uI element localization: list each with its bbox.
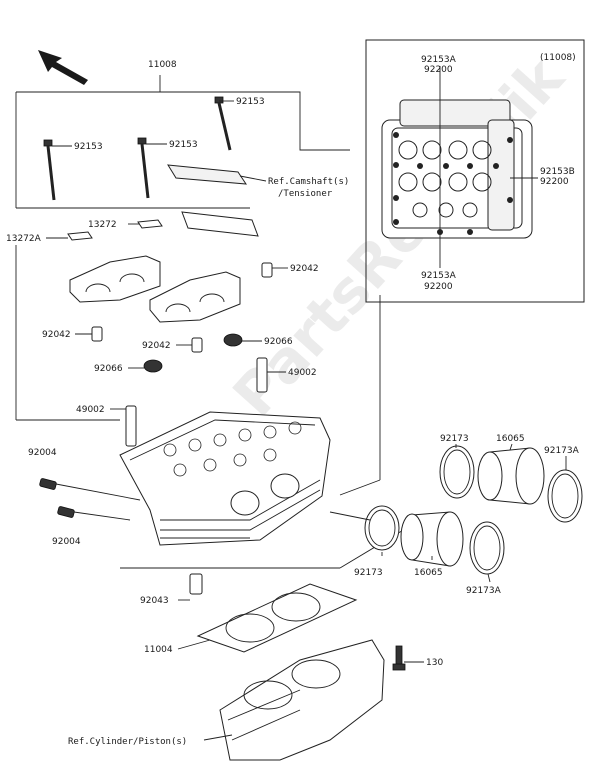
cylinder-head <box>119 411 331 546</box>
inset-frame <box>365 39 585 303</box>
bolt-92153-right <box>137 137 150 199</box>
camshaft-cap-left <box>69 255 161 303</box>
label-guide-49002-left: 49002 <box>76 405 105 415</box>
label-dowel-92042-left: 92042 <box>42 330 71 340</box>
inset-head-top-view <box>381 99 533 239</box>
label-clamp-92173a-top: 92173A <box>544 446 580 456</box>
label-stud-92004-top: 92004 <box>28 448 57 458</box>
label-ref-camshaft: Ref.Camshaft(s) <box>268 177 349 187</box>
label-holder-16065-top: 16065 <box>496 434 525 444</box>
label-clamp-92173-bottom: 92173 <box>354 568 383 578</box>
label-plate-13272a: 13272A <box>6 234 42 244</box>
inset-leader-lines <box>439 66 538 268</box>
camshaft-cap-upper <box>167 164 259 237</box>
label-inset-bolt-a-top: 92153A <box>421 55 457 65</box>
label-ref-tensioner: /Tensioner <box>278 189 333 199</box>
label-seal-92066-right: 92066 <box>264 337 293 347</box>
label-dowel-92042-right: 92042 <box>290 264 319 274</box>
label-dowel-92043: 92043 <box>140 596 169 606</box>
label-group-11008: 11008 <box>148 60 177 70</box>
label-clamp-92173-top: 92173 <box>440 434 469 444</box>
label-ref-cylinder-piston: Ref.Cylinder/Piston(s) <box>68 737 187 747</box>
label-stud-92004-bottom: 92004 <box>52 537 81 547</box>
valve-guide-49002-parts <box>125 357 268 447</box>
clamp-92173a-bottom <box>469 521 505 575</box>
dowel-92042-parts <box>91 262 273 595</box>
label-dowel-92042-mid: 92042 <box>142 341 171 351</box>
clamp-92173-top <box>439 445 475 499</box>
label-gasket-11004: 11004 <box>144 645 173 655</box>
stud-92004-parts <box>39 478 75 518</box>
holder-16065-bottom <box>400 511 464 567</box>
label-inset-washer-bottom: 92200 <box>424 282 453 292</box>
label-inset-group: (11008) <box>540 53 576 63</box>
clamp-92173a-top <box>547 469 583 523</box>
bolt-92153-center <box>214 96 232 151</box>
label-bolt-130: 130 <box>426 658 443 668</box>
label-inset-washer-right: 92200 <box>540 177 569 187</box>
head-gasket-11004 <box>196 583 358 653</box>
label-bolt-92153-left: 92153 <box>74 142 103 152</box>
label-inset-bolt-b: 92153B <box>540 167 575 177</box>
plate-13272 <box>67 219 163 241</box>
front-arrow-icon <box>38 50 88 85</box>
label-holder-16065-bottom: 16065 <box>414 568 443 578</box>
clamp-92173-bottom <box>364 505 400 551</box>
label-bolt-92153-center: 92153 <box>236 97 265 107</box>
bolt-130 <box>392 645 406 671</box>
seal-92066-parts <box>143 333 243 373</box>
label-seal-92066-left: 92066 <box>94 364 123 374</box>
cylinder-block <box>219 639 385 761</box>
part-leader-lines <box>46 100 567 741</box>
label-inset-bolt-a-bottom: 92153A <box>421 271 457 281</box>
camshaft-cap-right <box>149 271 241 323</box>
group-bracket-lines <box>15 75 421 569</box>
label-clamp-92173a-bottom: 92173A <box>466 586 502 596</box>
label-guide-49002-right: 49002 <box>288 368 317 378</box>
label-inset-washer-top: 92200 <box>424 65 453 75</box>
bolt-92153-left <box>43 139 56 201</box>
label-plate-13272: 13272 <box>88 220 117 230</box>
holder-16065-top <box>477 447 545 505</box>
label-bolt-92153-right: 92153 <box>169 140 198 150</box>
